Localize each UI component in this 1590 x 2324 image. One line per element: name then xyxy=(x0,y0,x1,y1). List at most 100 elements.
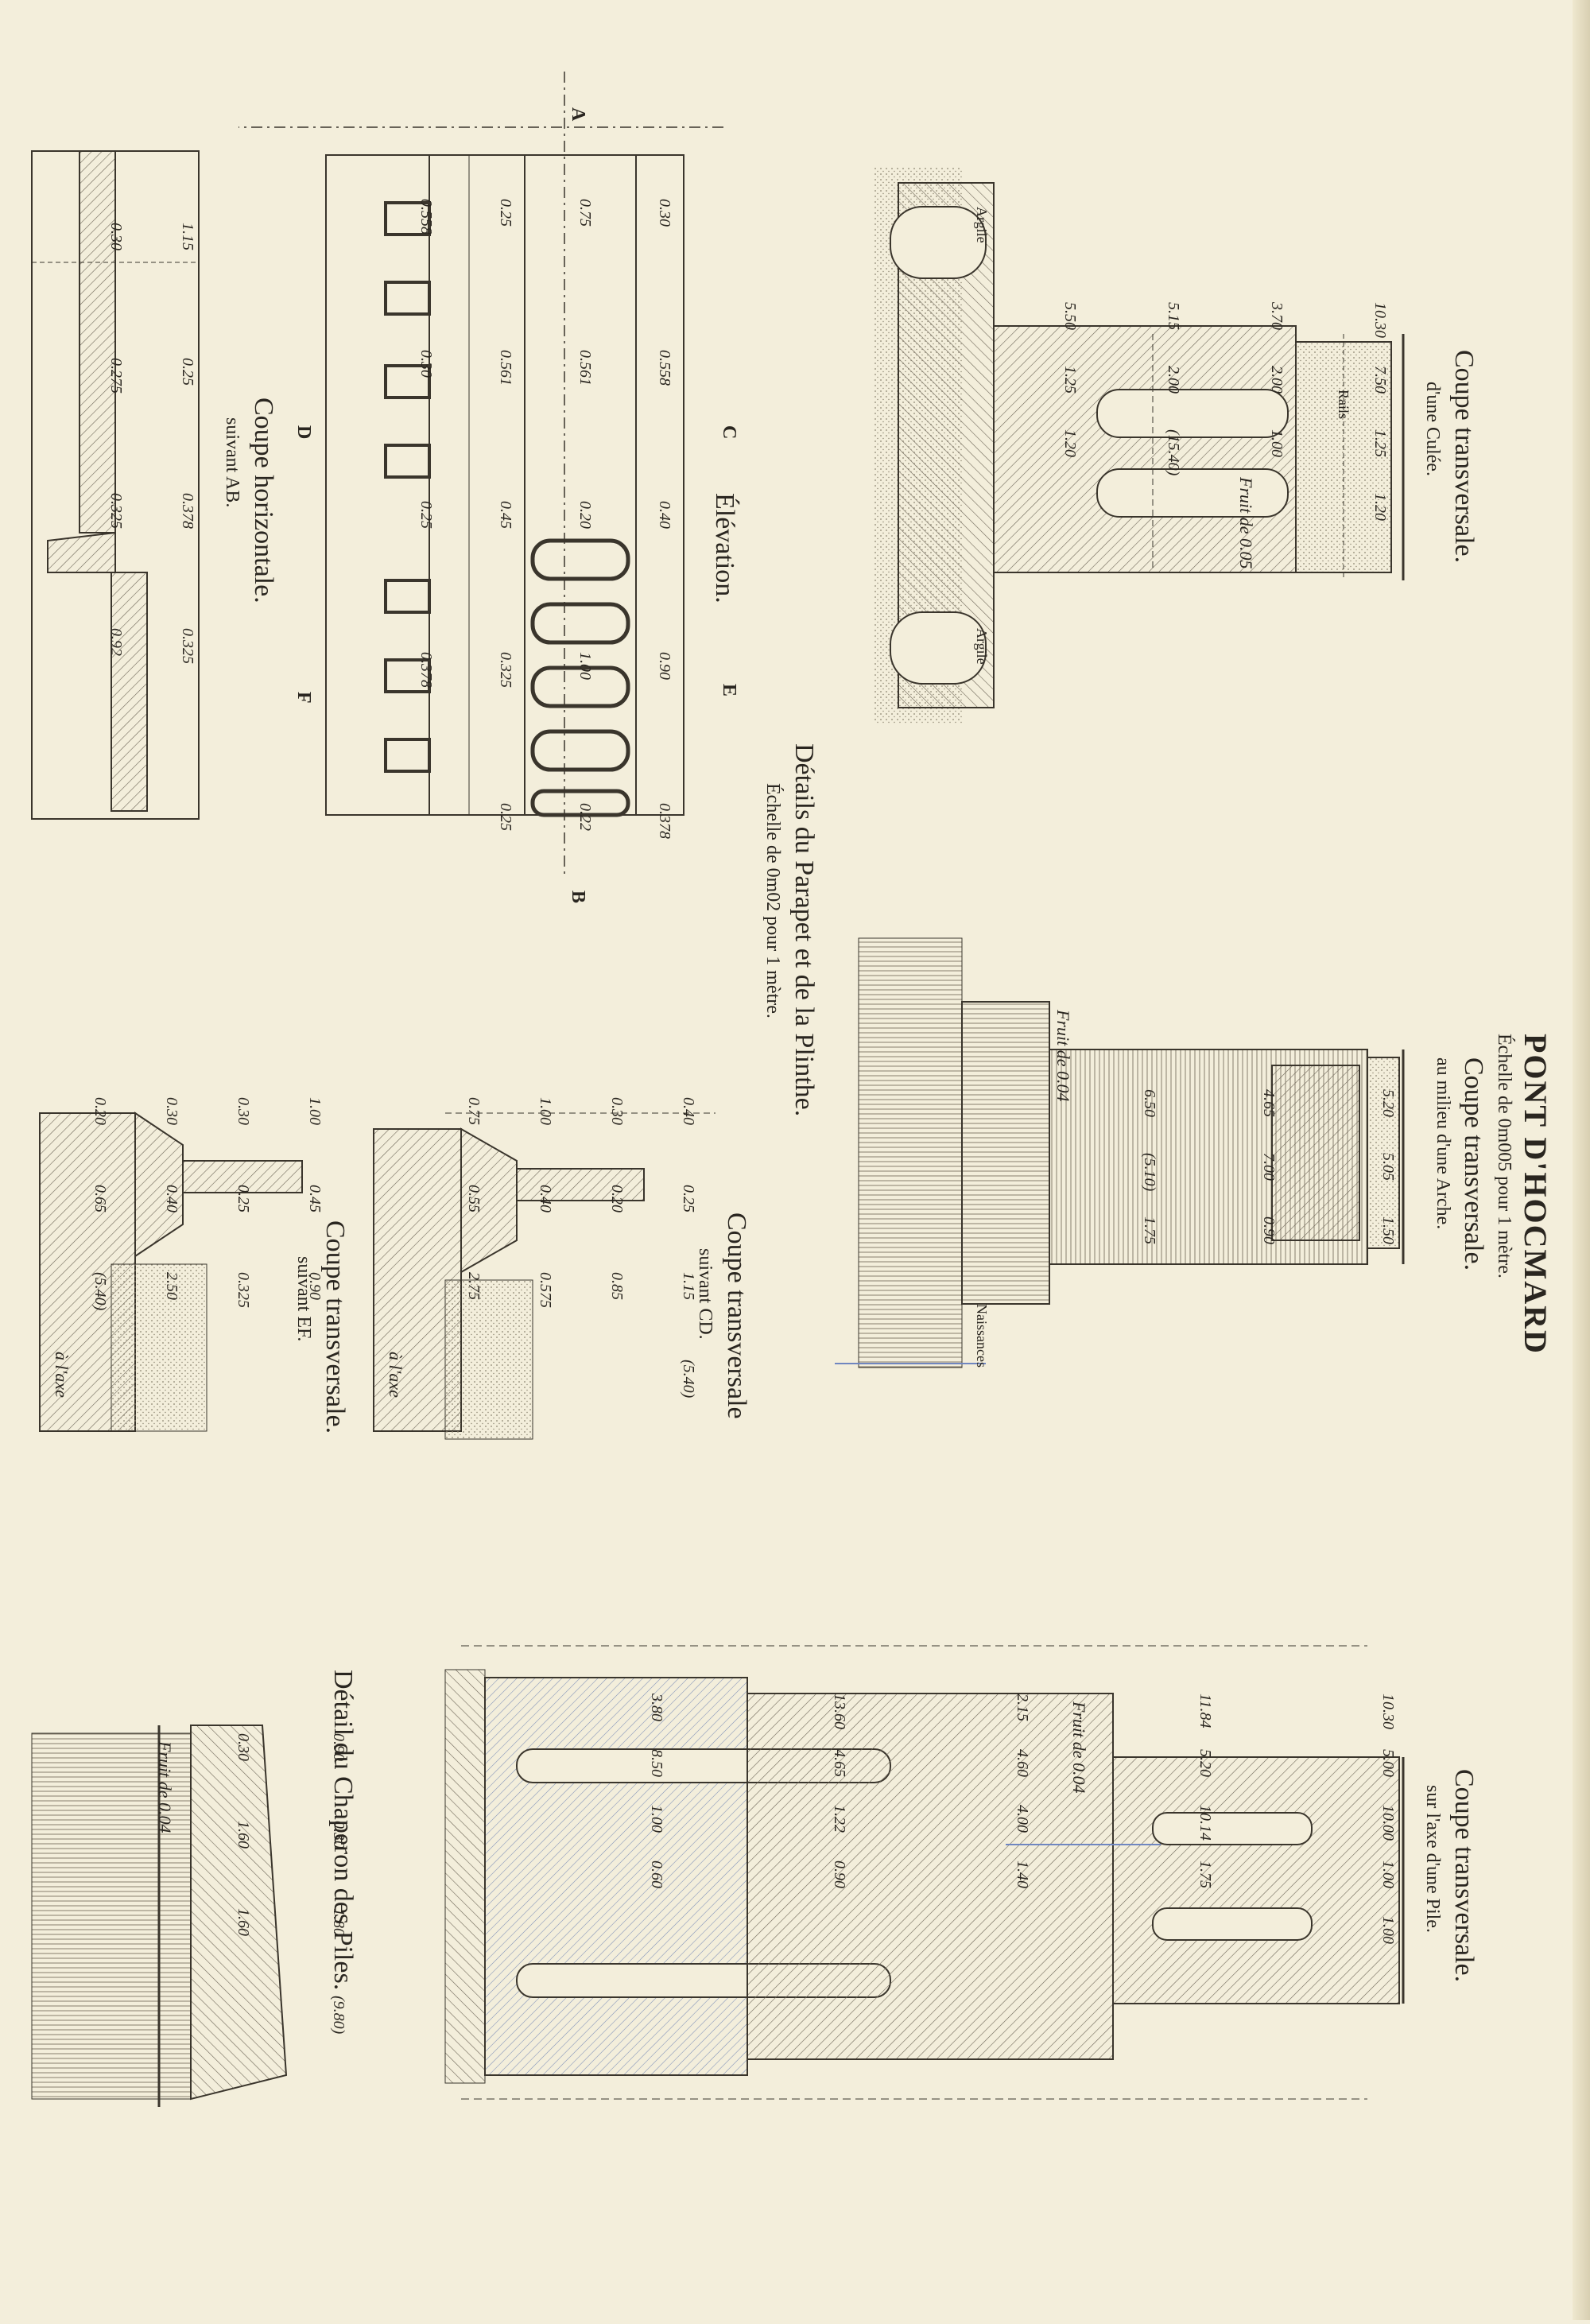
dim-arche-2: 6.50 xyxy=(1141,1089,1158,1117)
culee-void-lower xyxy=(1096,468,1289,518)
dim-ef-5: 0.25 xyxy=(235,1185,252,1212)
dim-horizontale-6: 0.325 xyxy=(179,628,196,664)
dim-parapet-5: 0.561 xyxy=(576,350,594,386)
a-laxe-label-cd: à l'axe xyxy=(386,1352,405,1398)
arche-title: Coupe transversale. xyxy=(1459,1057,1488,1271)
fruit-004-label-arche: Fruit de 0.04 xyxy=(1053,1010,1073,1102)
dim-cd-12: (5.40) xyxy=(680,1360,697,1399)
dim-parapet-0: 0.30 xyxy=(656,199,673,227)
dim-ef-2: 0.30 xyxy=(163,1097,180,1125)
horizontale-subtitle: suivant AB. xyxy=(222,417,242,508)
dim-horizontale-4: 0.378 xyxy=(179,493,196,529)
arche-pier-base xyxy=(961,1001,1050,1305)
dim-arche-4: 7.00 xyxy=(1260,1153,1278,1181)
cd-subtitle: suivant CD. xyxy=(695,1248,716,1340)
naissances-label: Naissances xyxy=(974,1304,990,1368)
dim-culee-12: 1.20 xyxy=(1371,493,1389,521)
argile-label-1: Argile xyxy=(974,207,990,243)
ef-title: Coupe transversale. xyxy=(320,1220,350,1434)
dim-pile-0: 10.30 xyxy=(1379,1694,1397,1729)
axis-f-label: F xyxy=(293,692,314,704)
dim-cd-6: 0.40 xyxy=(537,1185,554,1212)
dim-cd-7: 0.55 xyxy=(465,1185,483,1212)
dim-cd-5: 0.20 xyxy=(608,1185,626,1212)
dim-culee-5: 2.00 xyxy=(1268,366,1286,394)
dim-horizontale-5: 0.325 xyxy=(107,493,125,529)
dim-chaperon-6: (9.80) xyxy=(330,1996,347,2035)
dim-parapet-16: 0.378 xyxy=(656,803,673,839)
dim-pile-14: 1.00 xyxy=(648,1805,665,1833)
dim-arche-3: 5.05 xyxy=(1379,1153,1397,1181)
dim-culee-9: 1.00 xyxy=(1268,429,1286,457)
elevation-drawing xyxy=(238,72,723,875)
dim-cd-1: 0.30 xyxy=(608,1097,626,1125)
dim-pile-20: 1.00 xyxy=(1379,1916,1397,1944)
dim-parapet-10: 0.45 xyxy=(497,501,514,529)
horizontale-drawing xyxy=(31,150,200,820)
dim-cd-2: 1.00 xyxy=(537,1097,554,1125)
dim-ef-1: 0.30 xyxy=(235,1097,252,1125)
dim-parapet-11: 0.25 xyxy=(417,501,435,529)
dim-parapet-2: 0.25 xyxy=(497,199,514,227)
chaperon-title: Détail du Chaperon des Piles. xyxy=(328,1670,358,1991)
dim-cd-10: 0.575 xyxy=(537,1272,554,1308)
pile-void-3 xyxy=(1152,1812,1313,1845)
pile-section xyxy=(444,1645,1405,2100)
dim-culee-8: 1.25 xyxy=(1371,429,1389,457)
dim-pile-11: 10.14 xyxy=(1196,1805,1214,1841)
culee-void-upper xyxy=(1096,389,1289,438)
dim-parapet-1: 0.75 xyxy=(576,199,594,227)
culee-section xyxy=(874,167,1405,724)
dim-parapet-17: 0.22 xyxy=(576,803,594,831)
axis-a-label: A xyxy=(568,107,588,122)
dim-culee-0: 10.30 xyxy=(1371,302,1389,338)
horizontale-title: Coupe horizontale. xyxy=(249,398,278,603)
dim-culee-6: 2.00 xyxy=(1165,366,1182,394)
dim-chaperon-0: 0.90 xyxy=(330,1733,347,1761)
dim-culee-4: 7.50 xyxy=(1371,366,1389,394)
dim-horizontale-3: 0.275 xyxy=(107,358,125,394)
dim-arche-5: (5.10) xyxy=(1141,1153,1158,1192)
pile-ground-edge xyxy=(444,1669,486,2084)
dim-parapet-18: 0.25 xyxy=(497,803,514,831)
dim-pile-13: 1.22 xyxy=(831,1805,848,1833)
dim-pile-3: 13.60 xyxy=(831,1694,848,1729)
dim-parapet-14: 0.325 xyxy=(497,652,514,688)
dim-pile-15: 1.00 xyxy=(1379,1860,1397,1888)
dim-pile-7: 4.60 xyxy=(1014,1749,1031,1777)
pile-void-4 xyxy=(1152,1907,1313,1941)
dim-ef-4: 0.45 xyxy=(306,1185,324,1212)
dim-parapet-15: 0.378 xyxy=(417,652,435,688)
a-laxe-label-ef: à l'axe xyxy=(52,1352,72,1398)
ef-drawing xyxy=(39,1112,303,1432)
dim-ef-6: 0.40 xyxy=(163,1185,180,1212)
dim-pile-10: 10.00 xyxy=(1379,1805,1397,1841)
dim-chaperon-4: 1.80 xyxy=(330,1908,347,1936)
plate-scale: Échelle de 0m005 pour 1 mètre. xyxy=(1494,1034,1514,1278)
dim-arche-7: 0.90 xyxy=(1260,1216,1278,1244)
plate-title: PONT D'HOCMARD xyxy=(1518,1034,1553,1355)
fruit-004-label-chaperon: Fruit de 0.04 xyxy=(155,1741,175,1833)
arche-ground xyxy=(858,937,963,1368)
dim-pile-2: 2.15 xyxy=(1014,1694,1031,1721)
arche-deck xyxy=(1271,1065,1360,1241)
axis-c-label: C xyxy=(719,425,739,440)
dim-horizontale-0: 1.15 xyxy=(179,223,196,250)
parapet-title: Détails du Parapet et de la Plinthe. xyxy=(789,743,819,1117)
pile-cap xyxy=(1112,1756,1400,2004)
dimension-labels: 10.303.705.155.507.502.002.001.251.251.0… xyxy=(91,199,1397,2035)
dim-cd-11: 2.75 xyxy=(465,1272,483,1300)
dim-ef-10: 2.50 xyxy=(163,1272,180,1300)
arche-subtitle: au milieu d'une Arche. xyxy=(1433,1057,1453,1230)
fruit-005-label: Fruit de 0.05 xyxy=(1236,477,1256,569)
dim-horizontale-2: 0.25 xyxy=(179,358,196,386)
arche-cap xyxy=(1367,1057,1400,1249)
elevation-frame xyxy=(325,154,684,816)
dim-chaperon-3: 1.60 xyxy=(235,1821,252,1849)
dim-arche-6: 1.50 xyxy=(1379,1216,1397,1244)
argile-label-2: Argile xyxy=(974,628,990,665)
dim-arche-8: 1.75 xyxy=(1141,1216,1158,1244)
page-edge xyxy=(1573,0,1590,2320)
